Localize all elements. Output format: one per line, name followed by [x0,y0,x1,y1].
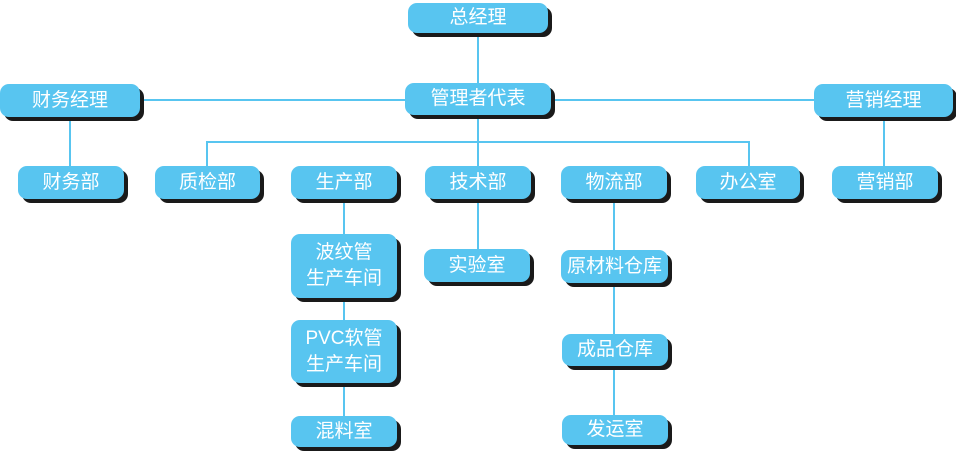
node-marketing-dept: 营销部 [832,166,938,199]
node-management-representative: 管理者代表 [405,83,551,115]
node-quality-inspection-dept: 质检部 [155,166,260,199]
node-mixing-room: 混料室 [291,416,397,447]
node-finished-goods-warehouse: 成品仓库 [562,334,668,366]
connector-rep-to-marketing-manager [551,99,814,101]
connector-bus-to-qc [206,141,208,167]
connector-pvc-to-mixing [343,383,345,416]
node-marketing-manager: 营销经理 [814,84,953,117]
connector-rep-to-bus [477,115,479,166]
connector-marketing-manager-to-dept [883,117,885,166]
node-office: 办公室 [696,166,800,199]
connector-finished-to-shipping [613,366,615,415]
node-logistics-dept: 物流部 [561,166,667,199]
connector-corrugated-to-pvc [343,298,345,321]
node-general-manager: 总经理 [408,3,548,33]
connector-production-to-corrugated [343,199,345,234]
connector-bus-to-office [748,141,750,167]
connector-raw-to-finished [613,283,615,334]
node-production-dept: 生产部 [291,166,397,199]
connector-rep-to-finance-manager [140,99,405,101]
node-finance-dept: 财务部 [18,166,124,199]
node-pvc-hose-workshop: PVC软管 生产车间 [291,320,397,383]
node-shipping-room: 发运室 [562,415,668,445]
connector-tech-to-laboratory [477,199,479,249]
node-finance-manager: 财务经理 [0,84,140,117]
node-technology-dept: 技术部 [425,166,531,199]
node-raw-material-warehouse: 原材料仓库 [561,250,668,283]
node-corrugated-pipe-workshop: 波纹管 生产车间 [291,234,397,298]
connector-finance-manager-to-dept [69,117,71,166]
connector-gm-to-rep [477,33,479,83]
node-laboratory: 实验室 [424,249,530,282]
connector-logistics-to-raw [613,199,615,250]
